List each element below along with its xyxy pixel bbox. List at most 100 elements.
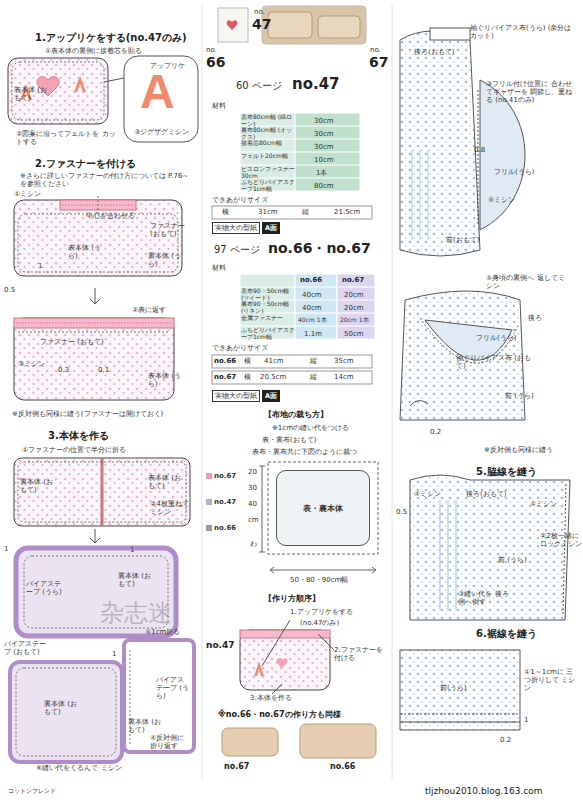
note-text: 20 — [248, 468, 257, 476]
step-heading: 【作り方順序】 — [264, 594, 320, 603]
note-text: ふちどりバイアステープ1cm幅 — [241, 179, 295, 193]
note-text: ③ミシン — [18, 360, 45, 368]
note-text: 接着芯80cm幅 — [241, 140, 295, 147]
note-text: 1.アップリケをする — [290, 608, 353, 616]
step-heading: no.66 — [300, 276, 322, 284]
blouse-illustration-part — [430, 28, 470, 40]
note-text: ②4枚重ねて ミシン — [150, 500, 190, 516]
step-heading: no.67 — [224, 762, 249, 771]
note-text: 前 (うら) — [498, 556, 528, 564]
column-divider — [202, 4, 392, 780]
order-illustration-part — [272, 684, 282, 694]
order-illustration-part — [300, 724, 376, 758]
note-text: 表布80cm幅 (綿ローン) — [241, 114, 295, 128]
note-text: 30 — [248, 484, 257, 492]
blouse-illustration-part — [400, 650, 520, 730]
note-text: バイアステープ (うら) — [26, 580, 66, 596]
note-text: 表本体 (おもて) — [148, 474, 184, 490]
step-heading: no.47 — [292, 76, 340, 93]
cutting-layout — [259, 462, 378, 573]
note-text: 表本体 (おもて) — [14, 86, 50, 102]
blouse-illustration-part — [410, 400, 428, 406]
note-text: ファスナー (おもて) — [40, 338, 110, 346]
note-text: 縦 — [302, 208, 309, 216]
note-text: 裏本体 (おもて) — [128, 718, 162, 734]
product-photo — [218, 6, 366, 44]
order-illustration-part — [240, 630, 330, 638]
note-text: 裏本体 (おもて) — [20, 478, 56, 494]
note-text: フリル(うら) — [476, 334, 516, 342]
note-text: ④反対側に 折り返す — [150, 734, 190, 750]
step-heading: no.67 — [342, 276, 364, 284]
order-illustration — [222, 620, 376, 758]
note-text: 金属ファスナー — [241, 315, 295, 322]
note-text: 後ろ — [528, 314, 542, 322]
legend-swatch — [206, 525, 212, 531]
note-text: 前(おもて) — [446, 236, 479, 244]
material-table-part — [212, 355, 372, 368]
note-text: 1本 — [316, 169, 327, 177]
step-heading: 【布地の裁ち方】 — [264, 410, 328, 419]
note-text: 1 — [130, 546, 134, 554]
note-text: ②表に返す — [132, 306, 166, 314]
note-text: わ — [250, 540, 257, 548]
note-text: 材料 — [212, 264, 226, 272]
blouse-illustration-part — [428, 150, 429, 240]
note-text: フェルト20cm幅 — [241, 153, 295, 160]
note-text: 後ろ(おもて) — [414, 48, 454, 56]
note-text: cm — [248, 516, 259, 524]
note-text: コットンフレンド — [8, 788, 56, 795]
note-text: 80cm — [314, 182, 334, 190]
product-photo-part — [227, 20, 238, 30]
note-text: ①ミシン — [14, 190, 41, 198]
body-step-part — [14, 458, 190, 526]
body-step-part — [16, 668, 116, 756]
note-text: バイアステープ (うら) — [156, 676, 190, 700]
note-text: 裏本体 (おもて) — [44, 700, 80, 716]
legend-swatch — [206, 473, 212, 479]
note-text: ※反対側も同様に縫う(ファスナーは開けておく) — [12, 410, 163, 418]
step-heading: no.67 — [214, 373, 236, 381]
step-heading: 2.ファスナーを付ける — [35, 158, 136, 170]
note-text: 20cm 1本 — [340, 317, 369, 324]
note-text: 3.本体を作る — [250, 694, 292, 702]
zipper-step-part — [18, 332, 170, 333]
note-text: バイアステープ (おもて) — [4, 640, 52, 656]
note-text: ふちどりバイアステープ1cm幅 — [241, 327, 295, 341]
note-text: 0.2 — [430, 428, 441, 436]
step-heading: 67 — [369, 54, 388, 70]
note-text: できあがりサイズ — [212, 196, 268, 204]
note-text: 1 — [524, 716, 528, 724]
note-text: 後ろ(おもて) — [466, 490, 506, 498]
tag-text: 実物大の型紙 — [212, 390, 260, 402]
note-text: 10cm — [314, 156, 334, 164]
blouse-illustration-part — [400, 714, 520, 715]
note-text: ファスナー (おもて) — [150, 222, 190, 238]
material-table — [212, 113, 375, 384]
note-text: ※反対側も同様に縫う — [484, 446, 553, 454]
note-text: 1 — [4, 545, 8, 553]
note-text: ①1～1cmに 三つ折りして ミシン — [524, 668, 580, 692]
note-text: ビスロンファスナー30cm — [241, 166, 295, 180]
column-divider-part — [392, 4, 393, 780]
applique-step-part — [12, 62, 104, 120]
note-text: 中心を合わせる — [86, 212, 135, 220]
blouse-illustration-part — [420, 150, 421, 240]
body-step-part — [101, 458, 104, 526]
note-text: 前 (うら) — [505, 392, 535, 400]
note-text: ⑤身頃の裏側へ 返してミシン — [486, 274, 570, 290]
note-text: ※さらに詳しいファスナーの付け方については P.76～を参照ください — [20, 172, 195, 188]
body-step-part — [16, 548, 176, 636]
note-text: 横 — [244, 357, 251, 365]
blouse-illustration-part — [400, 31, 480, 256]
blouse-illustration-part — [412, 150, 413, 240]
blouse-illustration-part — [563, 484, 566, 616]
note-text: ④ミシン — [488, 196, 515, 204]
material-table-part — [295, 274, 337, 339]
body-step-part — [10, 662, 122, 762]
step-heading: 6.裾線を縫う — [476, 628, 537, 640]
note-text: 60 ページ — [236, 80, 282, 92]
body-step-part — [124, 640, 194, 752]
applique-letter: A — [140, 68, 175, 116]
zipper-step-part — [98, 196, 99, 214]
